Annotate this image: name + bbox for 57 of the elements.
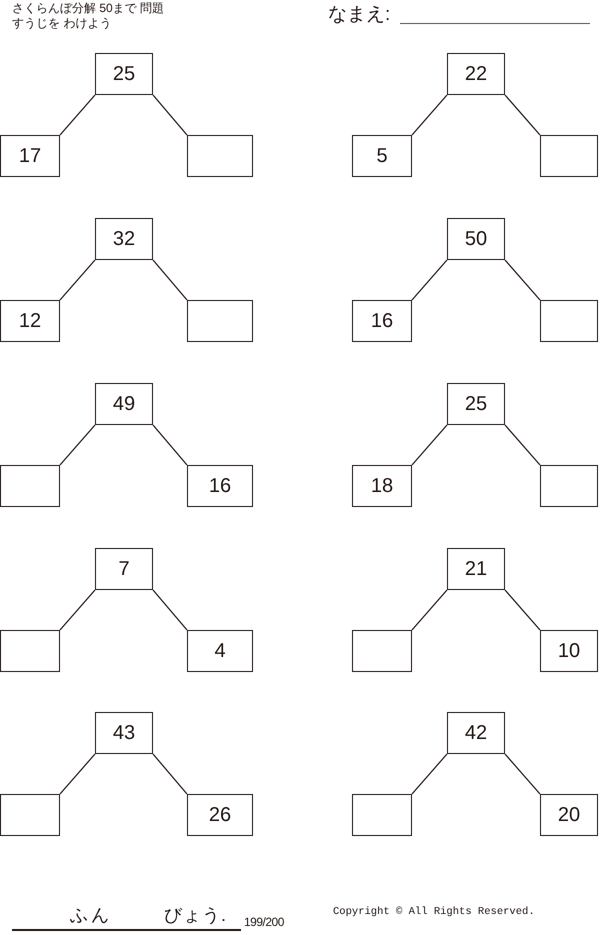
answer-box	[187, 300, 253, 342]
number-box: 50	[447, 218, 505, 260]
connector-line	[60, 590, 96, 630]
connector-line	[504, 424, 540, 466]
minutes-label: ふん	[70, 904, 112, 926]
number-box: 42	[447, 712, 505, 754]
number-box: 5	[352, 135, 412, 177]
connector-line	[60, 260, 96, 300]
number-box: 26	[187, 794, 253, 836]
answer-box	[540, 135, 598, 177]
number-box: 7	[95, 548, 153, 590]
answer-box	[352, 630, 412, 672]
connector-line	[60, 94, 96, 136]
number-box: 4	[187, 630, 253, 672]
page-number: 199/200	[244, 915, 284, 929]
connector-line	[504, 590, 540, 630]
connector-line	[152, 754, 188, 794]
seconds-label: びょう.	[164, 904, 228, 926]
copyright-text: Copyright © All Rights Reserved.	[333, 906, 535, 918]
connector-line	[152, 424, 188, 466]
connector-line	[152, 590, 188, 630]
connector-line	[60, 754, 96, 794]
number-box: 20	[540, 794, 598, 836]
number-box: 25	[95, 53, 153, 95]
connector-line	[412, 94, 448, 136]
answer-box	[540, 300, 598, 342]
number-box: 16	[352, 300, 412, 342]
connector-line	[504, 260, 540, 300]
connector-line	[152, 260, 188, 300]
number-box: 12	[0, 300, 60, 342]
connector-line	[412, 260, 448, 300]
answer-box	[0, 465, 60, 507]
number-box: 21	[447, 548, 505, 590]
answer-box	[187, 135, 253, 177]
number-box: 16	[187, 465, 253, 507]
worksheet-title: さくらんぼ分解 50まで 問題	[12, 1, 164, 16]
number-box: 32	[95, 218, 153, 260]
number-box: 43	[95, 712, 153, 754]
connector-line	[504, 94, 540, 136]
number-box: 25	[447, 383, 505, 425]
answer-box	[0, 794, 60, 836]
number-box: 17	[0, 135, 60, 177]
connector-line	[412, 754, 448, 794]
name-label: なまえ:	[328, 4, 390, 26]
connector-line	[412, 424, 448, 466]
connector-line	[504, 754, 540, 794]
number-box: 10	[540, 630, 598, 672]
answer-box	[0, 630, 60, 672]
answer-box	[352, 794, 412, 836]
number-box: 49	[95, 383, 153, 425]
connector-line	[60, 424, 96, 466]
number-box: 22	[447, 53, 505, 95]
instruction-text: すうじを わけよう	[12, 16, 112, 31]
connector-line	[412, 590, 448, 630]
answer-box	[540, 465, 598, 507]
connector-line	[152, 94, 188, 136]
number-box: 18	[352, 465, 412, 507]
